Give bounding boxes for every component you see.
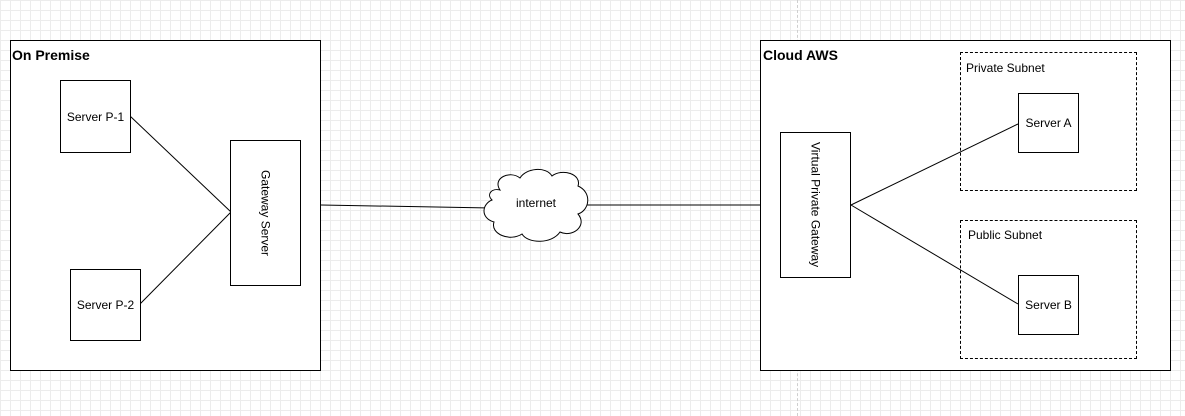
- edge-gateway-internet: [320, 204, 492, 209]
- virtual-private-gateway[interactable]: Virtual Private Gateway: [780, 132, 851, 278]
- server-p2-label: Server P-2: [76, 298, 135, 312]
- edge-vpg-server-b: [850, 204, 1019, 305]
- public-subnet-title: Public Subnet: [968, 228, 1043, 242]
- edge-server-p1-gateway: [129, 115, 232, 213]
- server-p1[interactable]: Server P-1: [60, 80, 131, 153]
- server-p2[interactable]: Server P-2: [70, 269, 141, 341]
- internet-cloud-label[interactable]: internet: [515, 196, 557, 210]
- virtual-private-gateway-label: Virtual Private Gateway: [808, 142, 823, 268]
- server-b-label: Server B: [1025, 298, 1072, 312]
- on-premise-title: On Premise: [12, 47, 90, 63]
- gateway-server-label: Gateway Server: [258, 169, 273, 257]
- private-subnet[interactable]: [960, 52, 1137, 191]
- edge-server-p2-gateway: [139, 211, 232, 305]
- private-subnet-title: Private Subnet: [966, 61, 1045, 75]
- public-subnet[interactable]: [960, 220, 1137, 359]
- server-b[interactable]: Server B: [1018, 275, 1079, 335]
- server-p1-label: Server P-1: [66, 109, 125, 124]
- server-a[interactable]: Server A: [1018, 93, 1079, 153]
- cloud-aws-title: Cloud AWS: [763, 47, 838, 63]
- edge-vpg-server-a: [850, 123, 1019, 206]
- gateway-server[interactable]: Gateway Server: [230, 140, 301, 286]
- internet-cloud-shape: [483, 169, 589, 242]
- server-a-label: Server A: [1025, 116, 1072, 130]
